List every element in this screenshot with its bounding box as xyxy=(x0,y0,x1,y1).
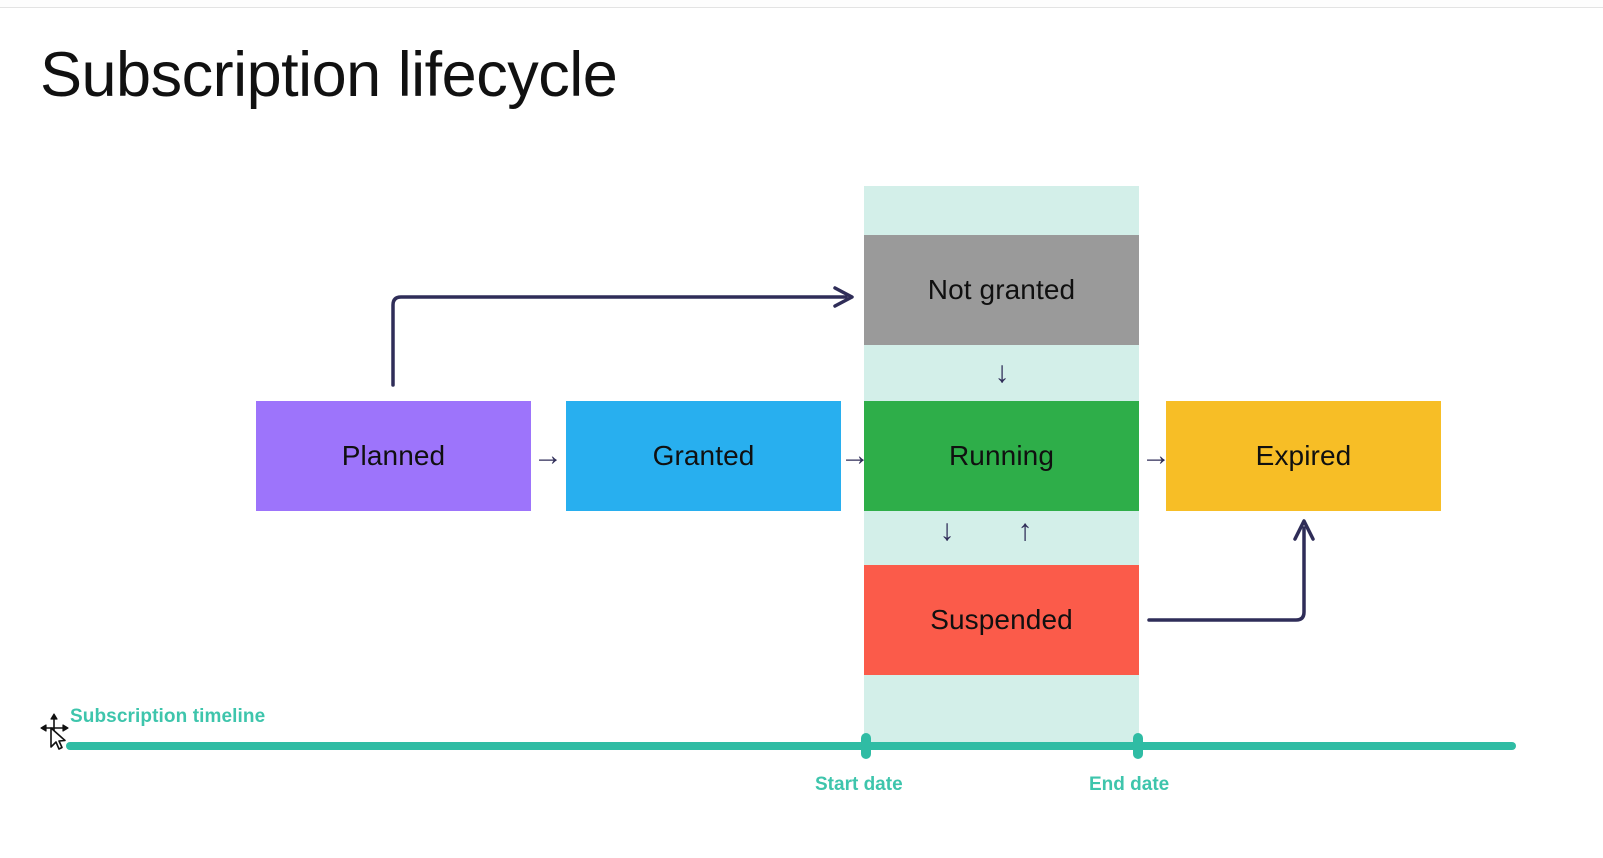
arrow-down-icon-running-to-suspended: ↓ xyxy=(939,514,955,547)
state-node-expired[interactable]: Expired xyxy=(1166,401,1441,511)
arrow-down-icon-not-granted-to-running: ↓ xyxy=(994,356,1010,389)
state-node-running-label: Running xyxy=(948,440,1054,471)
state-node-not-granted[interactable]: Not granted xyxy=(864,235,1139,345)
arrow-right-icon-planned-to-granted: → xyxy=(533,439,563,472)
timeline-marker-end[interactable] xyxy=(1133,733,1143,759)
timeline-marker-end-label: End date xyxy=(1089,774,1170,795)
timeline-marker-start-label: Start date xyxy=(815,774,903,795)
move-cursor xyxy=(40,713,69,750)
timeline-label: Subscription timeline xyxy=(70,706,266,727)
state-node-expired-label: Expired xyxy=(1255,440,1352,471)
timeline-axis[interactable] xyxy=(66,742,1516,750)
state-node-not-granted-label: Not granted xyxy=(927,274,1076,305)
arrow-right-icon-granted-to-running: → xyxy=(840,439,870,472)
state-node-planned[interactable]: Planned xyxy=(256,401,531,511)
state-node-granted-label: Granted xyxy=(652,440,755,471)
window-chrome-strip xyxy=(0,0,1603,8)
arrow-right-icon-running-to-expired: → xyxy=(1141,439,1171,472)
state-node-granted[interactable]: Granted xyxy=(566,401,841,511)
state-node-suspended-label: Suspended xyxy=(930,604,1073,635)
arrow-up-icon-suspended-to-running: ↑ xyxy=(1017,514,1033,547)
state-node-planned-label: Planned xyxy=(341,440,446,471)
state-node-suspended[interactable]: Suspended xyxy=(864,565,1139,675)
state-node-running[interactable]: Running xyxy=(864,401,1139,511)
page-title: Subscription lifecycle xyxy=(40,40,618,110)
timeline-marker-start[interactable] xyxy=(861,733,871,759)
